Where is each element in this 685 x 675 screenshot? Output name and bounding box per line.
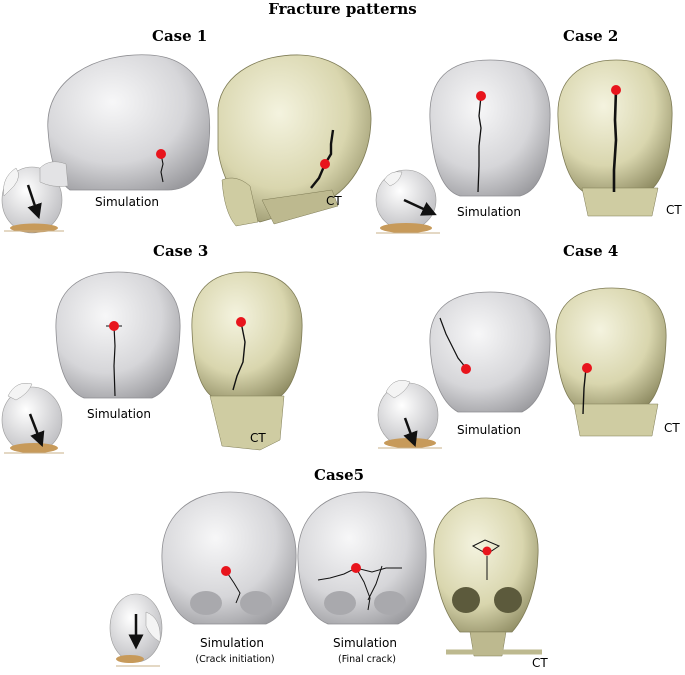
case-5-simulation-final-label: Simulation: [333, 636, 397, 650]
figure-title: Fracture patterns: [268, 0, 417, 18]
fracture-line: [367, 565, 383, 601]
impact-point: [236, 317, 246, 327]
mini-skull-inset: [377, 380, 442, 449]
impact-point: [320, 159, 330, 169]
fracture-line: [439, 317, 467, 369]
skull-simulation: [429, 291, 551, 413]
impact-direction-arrow: [28, 413, 45, 448]
mini-skull-inset: [375, 169, 440, 234]
case-5-panel: [109, 491, 542, 667]
case-2-ct-label: CT: [666, 203, 682, 217]
skull-simulation: [55, 271, 181, 399]
skull-ct: [191, 271, 303, 451]
skull-simulation-initiation: [161, 491, 297, 625]
case-4-simulation-label: Simulation: [457, 423, 521, 437]
case-2-panel: [375, 59, 673, 234]
fracture-line: [113, 325, 116, 397]
case-5-final-crack-label: (Final crack): [337, 654, 396, 665]
skull-ct: [217, 54, 372, 227]
impact-direction-arrow: [26, 184, 42, 220]
mini-skull-inset: [1, 383, 64, 454]
impact-direction-arrow: [403, 417, 418, 448]
impact-point: [351, 563, 361, 573]
mini-skull-inset: [109, 593, 163, 667]
fracture-line: [477, 95, 482, 193]
case-4-title: Case 4: [563, 242, 619, 260]
impact-point: [156, 149, 166, 159]
case-3-simulation-label: Simulation: [87, 407, 151, 421]
impact-point: [109, 321, 119, 331]
impact-direction-arrow: [403, 198, 437, 216]
case-3-title: Case 3: [153, 242, 209, 260]
fracture-line: [232, 321, 246, 391]
skull-ct: [555, 287, 667, 437]
case-4-ct-label: CT: [664, 421, 680, 435]
case-3-ct-label: CT: [250, 431, 266, 445]
case-1-title: Case 1: [152, 27, 208, 45]
case-5-title: Case5: [314, 466, 365, 484]
fracture-line: [582, 367, 587, 415]
skull-ct: [433, 497, 542, 657]
impact-point: [482, 546, 492, 556]
case-4-panel: [377, 287, 667, 449]
case-5-ct-label: CT: [532, 656, 548, 670]
case-5-crack-initiation-label: (Crack initiation): [195, 654, 275, 665]
fracture-line: [225, 570, 241, 604]
impact-point: [476, 91, 486, 101]
case-2-title: Case 2: [563, 27, 619, 45]
skull-simulation-final: [297, 491, 427, 625]
case-1-simulation-label: Simulation: [95, 195, 159, 209]
case-2-simulation-label: Simulation: [457, 205, 521, 219]
fracture-line: [160, 153, 164, 183]
fracture-line: [612, 89, 618, 192]
case-3-panel: [1, 271, 303, 454]
case-5-simulation-label: Simulation: [200, 636, 264, 650]
case-1-ct-label: CT: [326, 194, 342, 208]
impact-point: [611, 85, 621, 95]
skull-ct: [557, 59, 673, 217]
skull-simulation: [39, 54, 211, 191]
fracture-line: [310, 129, 335, 189]
impact-point: [221, 566, 231, 576]
case-1-panel: [1, 54, 372, 234]
skull-simulation: [429, 59, 551, 197]
impact-point: [582, 363, 592, 373]
fracture-line: [471, 539, 501, 555]
impact-point: [461, 364, 471, 374]
fracture-line: [355, 567, 371, 611]
